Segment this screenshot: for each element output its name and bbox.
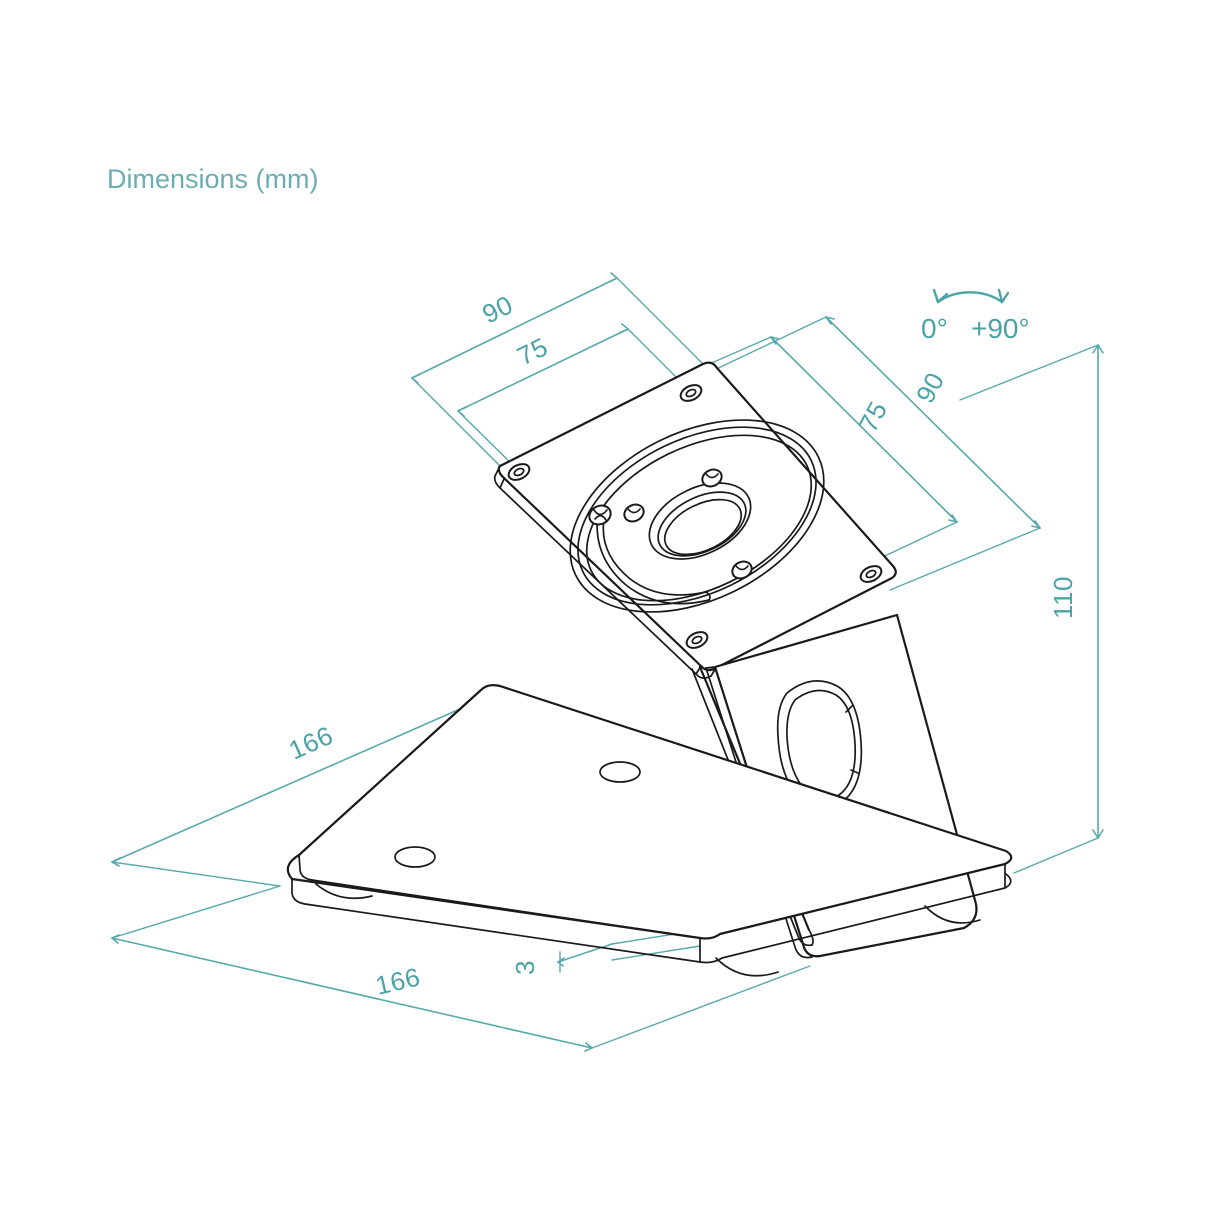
dim-vesa-depth-90 — [709, 316, 1041, 591]
dim-label-vesa-depth-90: 90 — [910, 367, 951, 408]
product-line-drawing — [286, 361, 1013, 977]
vesa-mounting-plate — [493, 361, 897, 679]
rotation-arc-icon — [932, 288, 1010, 304]
dim-vesa-width-90 — [411, 272, 704, 467]
dim-label-plate-thickness-3: 3 — [510, 960, 540, 975]
rotation-start-label: 0° — [921, 313, 948, 344]
dim-total-height-110 — [959, 344, 1104, 874]
dim-label-base-side-166-a: 166 — [284, 720, 337, 766]
dim-label-vesa-depth-75: 75 — [853, 396, 894, 437]
page-title: Dimensions (mm) — [107, 164, 319, 194]
triangular-base-plate — [286, 684, 1013, 977]
dim-label-vesa-width-75: 75 — [512, 331, 552, 371]
dim-label-base-side-166-b: 166 — [373, 962, 423, 1001]
rubber-feet — [315, 883, 981, 977]
base-mounting-holes — [394, 761, 641, 868]
dim-label-total-height-110: 110 — [1048, 576, 1078, 619]
dim-label-vesa-width-90: 90 — [477, 289, 517, 329]
vesa-hub-screws — [588, 468, 753, 580]
rotation-end-label: +90° — [971, 313, 1030, 344]
dim-base-side-166-b — [111, 885, 811, 1052]
dimension-annotations — [111, 272, 1104, 1052]
vesa-corner-screw-holes — [507, 384, 883, 649]
